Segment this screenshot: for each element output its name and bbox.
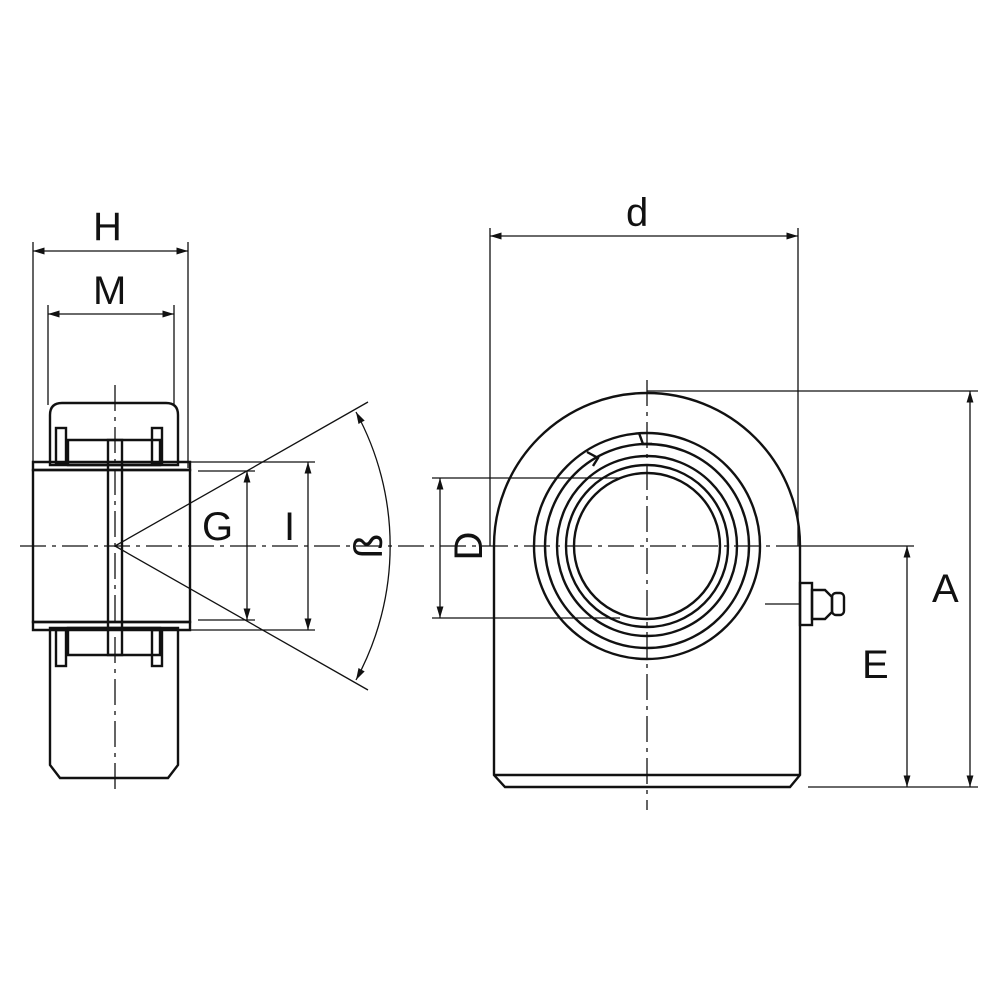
label-H: H — [93, 205, 122, 249]
label-M: M — [93, 269, 126, 313]
label-d: d — [626, 191, 648, 235]
side-section-view: H M G I ß — [31, 205, 391, 795]
label-D: D — [447, 532, 491, 561]
label-G: G — [202, 505, 233, 549]
label-E: E — [862, 643, 889, 687]
label-I: I — [284, 505, 295, 549]
label-A: A — [932, 567, 959, 611]
front-view: d D A E — [432, 191, 978, 810]
grease-nipple-icon — [765, 581, 846, 627]
